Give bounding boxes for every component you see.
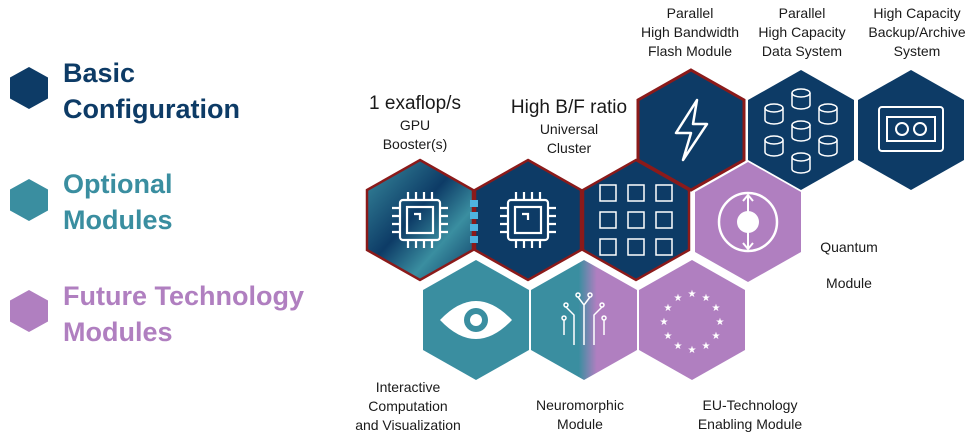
legend-optional-line1: Optional	[63, 169, 173, 199]
chip-grid-icon	[599, 184, 673, 256]
legend-future-line2: Modules	[63, 317, 173, 347]
eye-icon	[440, 301, 512, 339]
legend-future-technology: Future Technology Modules	[63, 278, 304, 350]
backup-line3: System	[893, 43, 941, 59]
circuit-icon	[561, 292, 607, 345]
flash-module-hex[interactable]	[636, 68, 746, 192]
booster-link-dashes	[470, 200, 478, 243]
quantum-label: Quantum Module	[804, 238, 894, 293]
svg-text:★: ★	[674, 293, 683, 304]
basic-legend-hex-icon	[10, 67, 48, 109]
legend-basic-line1: Basic	[63, 58, 136, 88]
backup-line2: Backup/Archive	[868, 24, 966, 40]
backup-line1: High Capacity	[873, 5, 961, 21]
cluster-label: High B/F ratio Universal Cluster	[505, 96, 633, 158]
neuromorphic-label: Neuromorphic Module	[528, 396, 632, 434]
data-system-label: Parallel High Capacity Data System	[748, 4, 856, 61]
svg-text:★: ★	[702, 293, 711, 304]
neuromorphic-module-hex[interactable]	[531, 260, 637, 380]
backup-archive-hex[interactable]	[858, 70, 964, 190]
svg-text:★: ★	[660, 317, 669, 328]
flash-line1: Parallel	[666, 5, 714, 21]
chip-icon	[500, 192, 556, 248]
interactive-visualization-hex[interactable]	[423, 260, 529, 380]
cluster-line1: Universal	[539, 121, 599, 137]
data-system-hex[interactable]	[748, 70, 854, 190]
svg-text:★: ★	[664, 331, 673, 342]
gpu-booster-second-hex[interactable]	[473, 158, 583, 282]
data-line1: Parallel	[778, 5, 826, 21]
flash-line2: High Bandwidth	[640, 24, 740, 40]
svg-text:★: ★	[674, 341, 683, 352]
svg-text:★: ★	[688, 345, 697, 356]
legend-optional-line2: Modules	[63, 205, 173, 235]
svg-text:★: ★	[702, 341, 711, 352]
interactive-line1: Interactive	[375, 379, 441, 395]
cluster-line2: Cluster	[546, 140, 592, 156]
future-legend-hex-icon	[10, 290, 48, 332]
lightning-icon	[674, 98, 709, 162]
legend-optional-modules: Optional Modules	[63, 166, 173, 238]
qubit-icon	[717, 191, 779, 253]
eu-line1: EU-Technology	[702, 397, 798, 413]
interactive-label: Interactive Computation and Visualizatio…	[350, 378, 466, 435]
flash-label: Parallel High Bandwidth Flash Module	[627, 4, 753, 61]
quantum-module-hex[interactable]	[695, 162, 801, 282]
optional-legend-hex-icon	[10, 179, 48, 221]
quantum-line2: Module	[826, 275, 872, 291]
eu-stars-icon: ★★★ ★★★ ★★★ ★★★	[660, 289, 725, 356]
eu-line2: Enabling Module	[697, 416, 803, 432]
database-icon	[764, 88, 838, 174]
legend-basic-line2: Configuration	[63, 94, 240, 124]
eu-technology-hex[interactable]: ★★★ ★★★ ★★★ ★★★	[639, 260, 745, 380]
data-line3: Data System	[761, 43, 843, 59]
svg-text:★: ★	[664, 303, 673, 314]
flash-line3: Flash Module	[647, 43, 733, 59]
eu-technology-label: EU-Technology Enabling Module	[688, 396, 812, 434]
interactive-line3: and Visualization	[355, 417, 461, 433]
chip-icon	[392, 192, 448, 248]
gpu-booster-hex[interactable]	[365, 158, 475, 282]
gpu-headline: 1 exaflop/s	[369, 93, 461, 114]
gpu-line1: GPU	[399, 117, 431, 133]
gpu-line2: Booster(s)	[382, 136, 448, 152]
quantum-line1: Quantum	[820, 239, 878, 255]
legend-basic-configuration: Basic Configuration	[63, 55, 240, 127]
legend-future-line1: Future Technology	[63, 281, 304, 311]
svg-text:★: ★	[712, 303, 721, 314]
data-line2: High Capacity	[758, 24, 846, 40]
interactive-line2: Computation	[368, 398, 448, 414]
backup-label: High Capacity Backup/Archive System	[862, 4, 972, 61]
svg-text:★: ★	[688, 289, 697, 300]
cluster-headline: High B/F ratio	[510, 97, 628, 118]
tape-icon	[878, 106, 944, 152]
neuro-line2: Module	[557, 416, 603, 432]
neuro-line1: Neuromorphic	[536, 397, 624, 413]
universal-cluster-hex[interactable]	[581, 158, 691, 282]
svg-text:★: ★	[716, 317, 725, 328]
svg-text:★: ★	[712, 331, 721, 342]
gpu-label: 1 exaflop/s GPU Booster(s)	[360, 92, 470, 154]
